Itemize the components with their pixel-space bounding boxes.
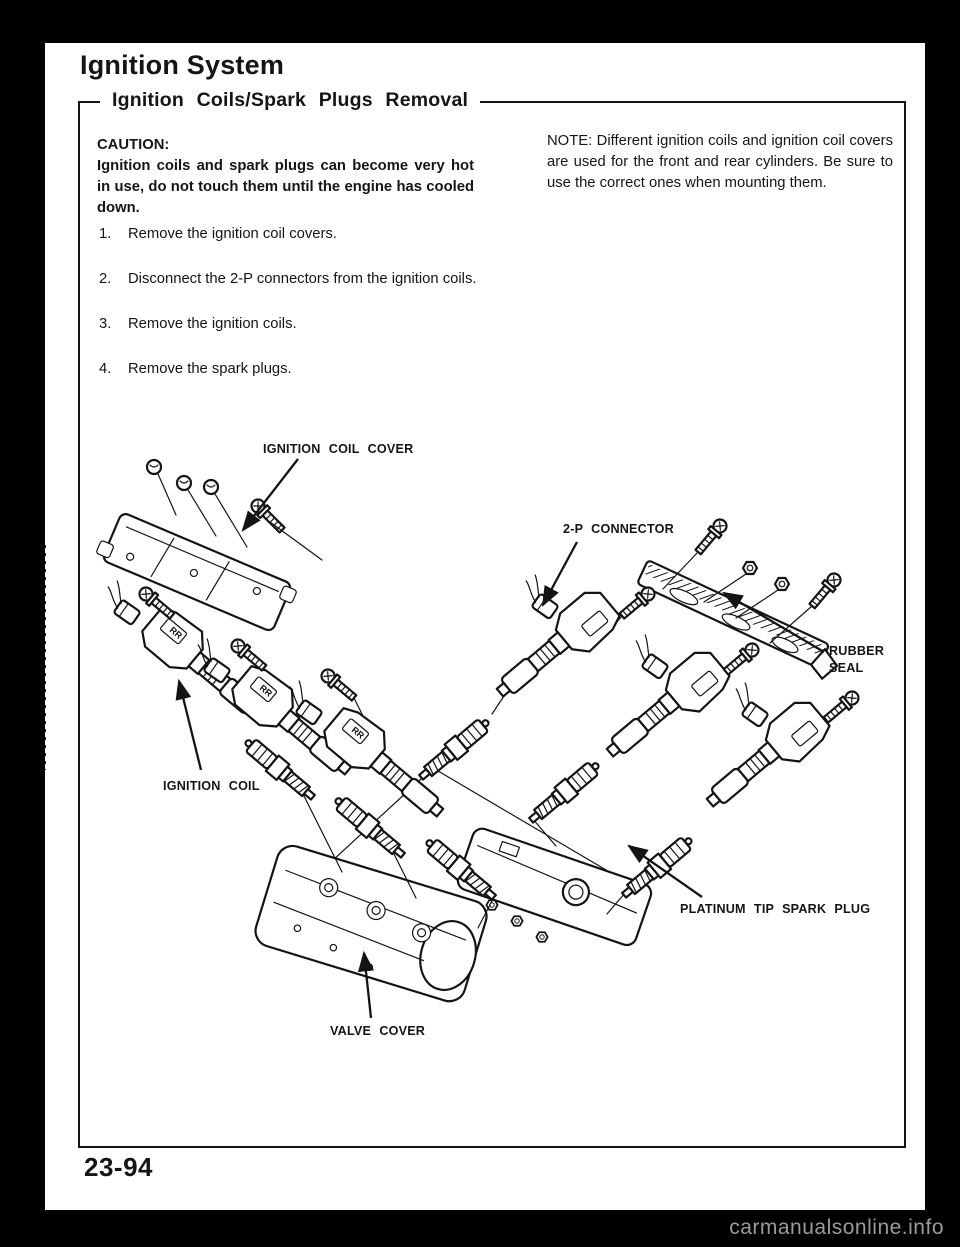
page-number: 23-94: [84, 1152, 153, 1182]
label-2p-connector: 2-P CONNECTOR: [563, 522, 674, 536]
caution-label: CAUTION:: [97, 137, 170, 153]
scan-edge-artifact: [43, 545, 46, 770]
step-item: 1. Remove the ignition coil covers.: [99, 224, 477, 245]
section-border-box: [78, 101, 906, 1148]
caution-text: Ignition coils and spark plugs can becom…: [97, 158, 474, 216]
page-title: Ignition System: [80, 50, 285, 80]
watermark-text: carmanualsonline.info: [729, 1216, 944, 1239]
step-number: 3.: [99, 316, 112, 332]
label-rubber-seal: RUBBER SEAL: [829, 643, 884, 677]
step-number: 2.: [99, 271, 112, 287]
caution-block: CAUTION: Ignition coils and spark plugs …: [97, 135, 474, 219]
step-text: Remove the spark plugs.: [128, 361, 292, 377]
step-text: Remove the ignition coil covers.: [128, 226, 337, 242]
procedure-steps: 1. Remove the ignition coil covers. 2. D…: [99, 224, 477, 404]
label-ignition-coil: IGNITION COIL: [163, 779, 260, 793]
step-text: Remove the ignition coils.: [128, 316, 297, 332]
section-title: Ignition Coils/Spark Plugs Removal: [100, 89, 481, 112]
step-number: 4.: [99, 361, 112, 377]
step-item: 4. Remove the spark plugs.: [99, 359, 477, 380]
label-rubber-seal-line1: RUBBER: [829, 644, 885, 658]
label-ignition-coil-cover: IGNITION COIL COVER: [263, 442, 414, 456]
step-text: Disconnect the 2-P connectors from the i…: [128, 271, 477, 287]
step-item: 2. Disconnect the 2-P connectors from th…: [99, 269, 477, 290]
step-item: 3. Remove the ignition coils.: [99, 314, 477, 335]
label-platinum-tip-spark-plug: PLATINUM TIP SPARK PLUG: [680, 902, 871, 916]
label-valve-cover: VALVE COVER: [330, 1024, 426, 1038]
note-block: NOTE: Different ignition coils and ignit…: [547, 133, 893, 191]
label-rubber-seal-line2: SEAL: [829, 661, 864, 675]
step-number: 1.: [99, 226, 112, 242]
